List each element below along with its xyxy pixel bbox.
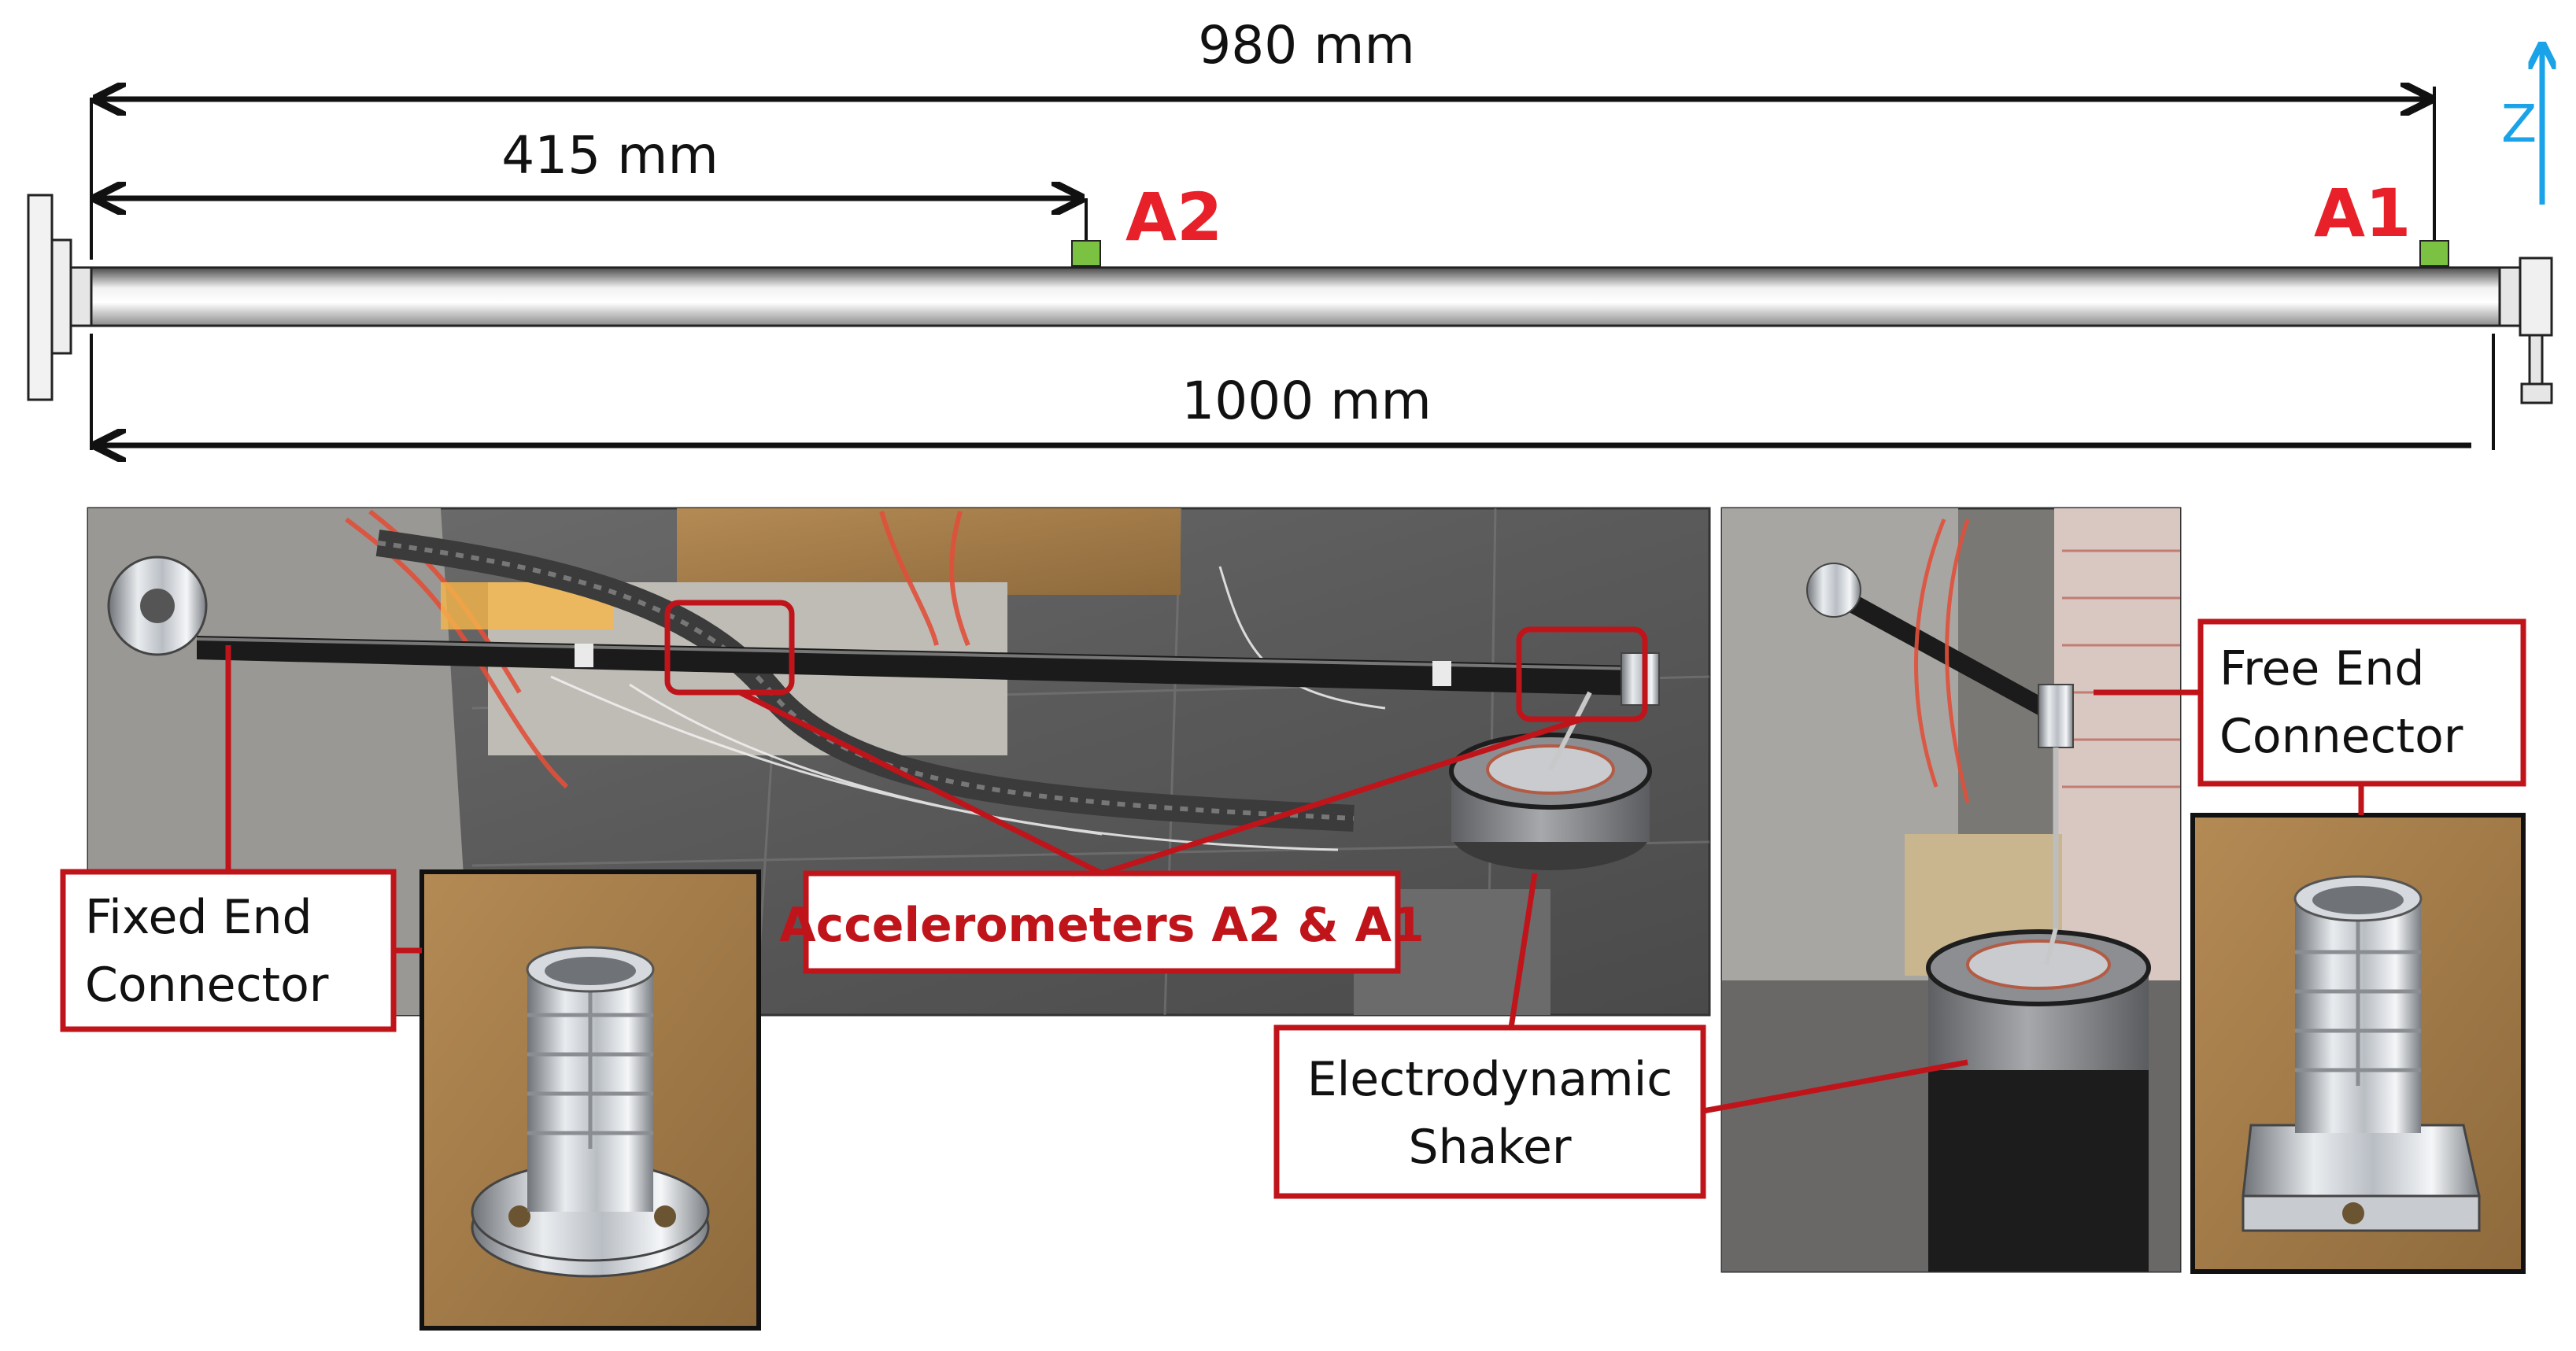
fixed-end-callout-line2: Connector bbox=[85, 958, 329, 1013]
beam-schematic: A2 A1 980 mm 415 mm 1000 mm Z bbox=[27, 15, 2553, 450]
fixed-end-flange bbox=[50, 238, 72, 355]
accelerometers-callout: Accelerometers A2 & A1 bbox=[779, 870, 1425, 974]
free-end-callout-line1: Free End bbox=[2219, 641, 2424, 696]
fixed-end-callout-line1: Fixed End bbox=[85, 890, 312, 945]
shaker-callout: Electrodynamic Shaker bbox=[1273, 1024, 1706, 1199]
sensor-a2-label: A2 bbox=[1125, 179, 1222, 256]
dim-1000-label: 1000 mm bbox=[1181, 371, 1432, 431]
fixed-end-connector-photo bbox=[419, 869, 761, 1331]
shaker-callout-line2: Shaker bbox=[1408, 1120, 1571, 1175]
sensor-a1-label: A1 bbox=[2314, 175, 2411, 252]
accelerometer-a2-highlight bbox=[664, 600, 795, 696]
fixed-end-plate bbox=[27, 194, 54, 401]
dim-980-label: 980 mm bbox=[1198, 15, 1415, 76]
beam-rod bbox=[90, 266, 2501, 327]
sensor-a1-marker bbox=[2419, 240, 2449, 267]
callout-leaders bbox=[225, 645, 2364, 1114]
sensor-a2-marker bbox=[1071, 240, 1101, 267]
dim-415-label: 415 mm bbox=[501, 125, 719, 186]
free-end-sleeve bbox=[2498, 266, 2522, 327]
free-end-connector-photo bbox=[2190, 813, 2526, 1274]
z-axis-label: Z bbox=[2501, 94, 2537, 154]
free-end-block bbox=[2519, 257, 2553, 337]
side-setup-photo bbox=[1720, 507, 2182, 1273]
free-end-stem bbox=[2528, 334, 2544, 386]
free-end-callout-line2: Connector bbox=[2219, 709, 2463, 764]
accelerometers-callout-label: Accelerometers A2 & A1 bbox=[779, 898, 1425, 953]
shaker-callout-line1: Electrodynamic bbox=[1307, 1052, 1673, 1107]
free-end-foot bbox=[2520, 382, 2553, 404]
fixed-end-callout: Fixed End Connector bbox=[60, 869, 397, 1032]
free-end-callout: Free End Connector bbox=[2197, 618, 2526, 787]
fixed-end-sleeve bbox=[69, 266, 93, 327]
